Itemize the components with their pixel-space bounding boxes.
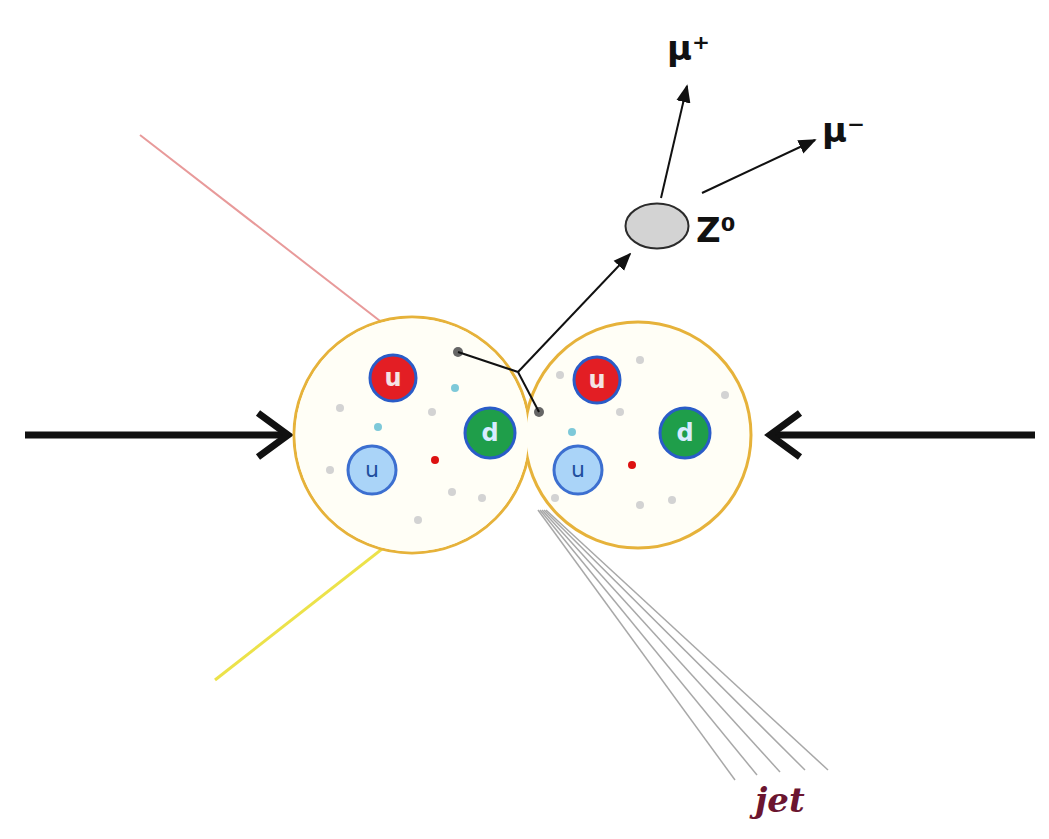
up-quark-outline	[348, 446, 396, 494]
z-boson-ellipse-shape	[624, 202, 690, 250]
muon-label: μ⁺	[667, 30, 710, 67]
z-boson-ellipse: Z⁰	[624, 202, 690, 250]
up-quark: u	[552, 444, 604, 496]
decay-arrow	[661, 86, 687, 198]
beam-arrowhead	[770, 413, 800, 457]
up-quark-outline	[370, 355, 416, 401]
muon-label: μ⁻	[822, 112, 865, 149]
down-quark-outline	[660, 408, 710, 458]
quark-letter: u	[588, 367, 605, 393]
proton-outline	[525, 322, 751, 548]
parton-line	[518, 372, 539, 412]
jet-label: jet	[752, 782, 808, 819]
proton-outline	[294, 317, 530, 553]
jet-tracks	[538, 510, 828, 780]
z-boson-ellipse-outline	[626, 204, 689, 249]
up-quark-outline	[574, 357, 620, 403]
particle-name: Z⁰	[696, 212, 736, 249]
up-quark: u	[572, 355, 622, 405]
quark-letter: u	[571, 458, 585, 482]
up-quark-outline	[554, 446, 602, 494]
quark-letter: d	[481, 420, 498, 446]
beam-arrowhead	[258, 413, 288, 457]
up-quark: u	[346, 444, 398, 496]
quark-letter: d	[676, 420, 693, 446]
beam-arrow	[772, 432, 1035, 439]
production-arrow	[518, 254, 630, 372]
parton-line	[458, 352, 518, 372]
quark-letter: u	[365, 458, 379, 482]
down-quark: d	[463, 406, 517, 460]
quark-letter: u	[384, 365, 401, 391]
particle-track	[140, 135, 402, 338]
beam-arrow	[25, 432, 285, 439]
decay-arrow	[702, 140, 815, 193]
down-quark-outline	[465, 408, 515, 458]
up-quark: u	[368, 353, 418, 403]
down-quark: d	[658, 406, 712, 460]
proton-fill	[296, 319, 529, 552]
sea-partons	[326, 356, 729, 524]
